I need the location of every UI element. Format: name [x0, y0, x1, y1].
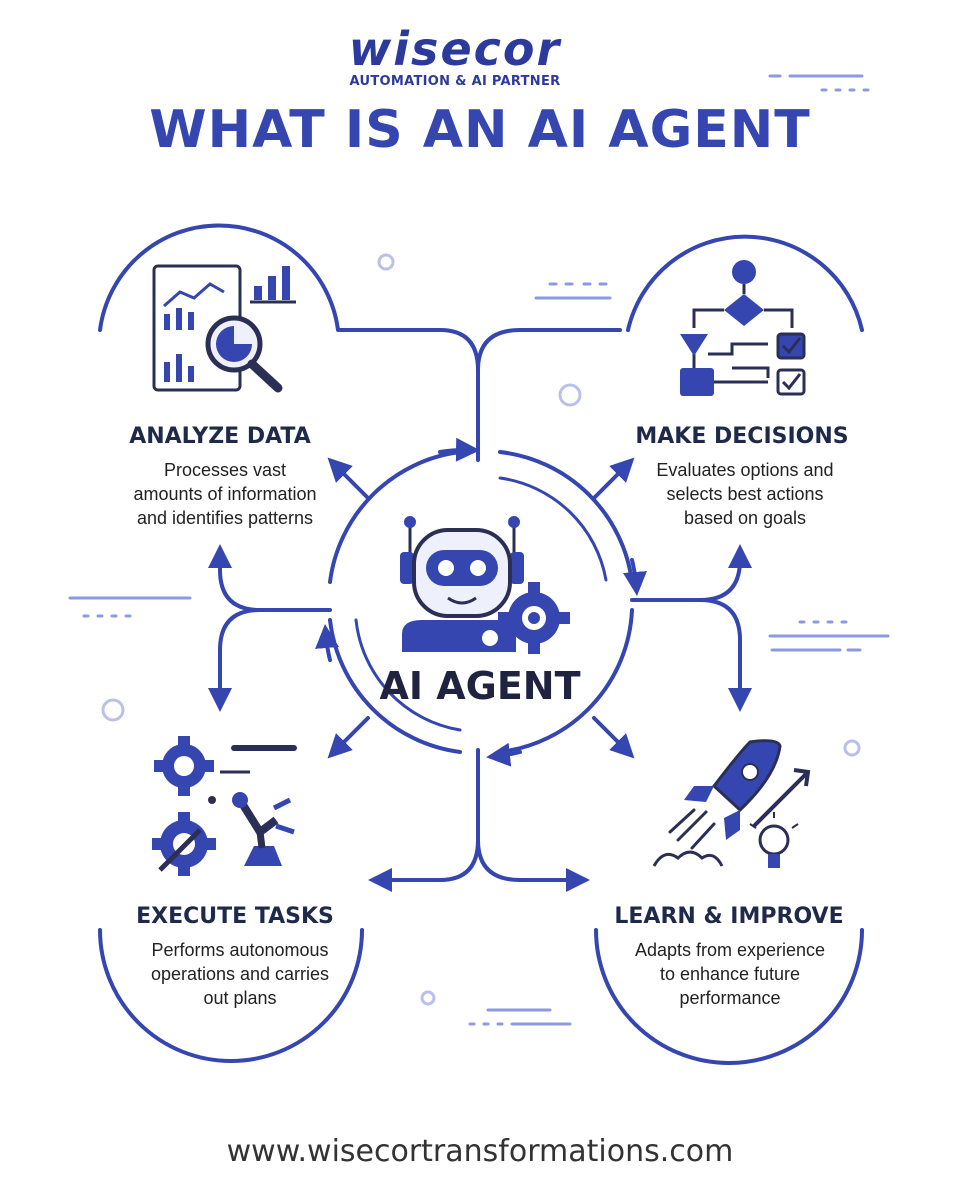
- ring-outer-ne: [498, 450, 634, 584]
- card-title-analyze: ANALYZE DATA: [129, 424, 311, 449]
- connector-left: [208, 544, 332, 612]
- connector-bottom-right: [476, 838, 590, 892]
- card-desc-analyze: Processes vast amounts of information an…: [100, 458, 350, 530]
- desc-line: to enhance future: [659, 964, 801, 984]
- arrow-to-execute: [327, 716, 370, 759]
- desc-line: amounts of information: [133, 484, 317, 504]
- card-desc-learn: Adapts from experience to enhance future…: [600, 938, 860, 1010]
- arrow-ring-top: [438, 437, 480, 462]
- card-arc-analyze: [98, 223, 340, 332]
- arrow-to-analyze: [327, 457, 370, 500]
- desc-line: Performs autonomous: [151, 940, 329, 960]
- connector-right: [630, 544, 752, 602]
- ring-outer-se: [498, 608, 634, 754]
- desc-line: out plans: [203, 988, 277, 1008]
- desc-line: based on goals: [683, 508, 807, 528]
- card-desc-execute: Performs autonomous operations and carri…: [110, 938, 370, 1010]
- desc-line: and identifies patterns: [136, 508, 314, 528]
- card-title-learn: LEARN & IMPROVE: [614, 904, 844, 929]
- desc-line: Evaluates options and: [656, 460, 834, 480]
- arrow-to-decide: [592, 457, 635, 500]
- arrow-ring-left: [315, 624, 339, 662]
- card-arc-learn: [594, 928, 864, 1065]
- desc-line: performance: [679, 988, 781, 1008]
- ring-outer-nw: [328, 450, 462, 584]
- card-arc-execute: [98, 928, 364, 1063]
- center-label: AI AGENT: [379, 664, 581, 708]
- connector-top: [338, 328, 480, 462]
- card-desc-decide: Evaluates options and selects best actio…: [620, 458, 870, 530]
- arrow-to-learn: [592, 716, 635, 759]
- connector-right-down: [698, 598, 752, 712]
- connector-bottom: [368, 748, 480, 892]
- desc-line: Adapts from experience: [634, 940, 826, 960]
- deco-circle: [377, 253, 395, 271]
- card-title-decide: MAKE DECISIONS: [635, 424, 849, 449]
- arrow-ring-bottom: [486, 742, 522, 767]
- robot-icon: [400, 516, 570, 654]
- deco-circle: [558, 383, 582, 407]
- connector-left-down: [208, 608, 262, 712]
- desc-line: Processes vast: [163, 460, 287, 480]
- brand-tagline: AUTOMATION & AI PARTNER: [349, 74, 561, 89]
- card-arc-decide: [626, 234, 864, 332]
- deco-circle: [843, 739, 861, 757]
- connector-top-right: [476, 328, 622, 372]
- desc-line: selects best actions: [666, 484, 824, 504]
- brand-name: wisecor: [348, 22, 562, 76]
- deco-circle: [101, 698, 125, 722]
- analytics-icon: [152, 264, 296, 393]
- ring-inner-sw: [354, 618, 462, 732]
- desc-line: operations and carries: [150, 964, 330, 984]
- card-title-execute: EXECUTE TASKS: [136, 904, 334, 929]
- arrow-ring-right: [623, 558, 647, 596]
- footer-url[interactable]: www.wisecortransformations.com: [226, 1134, 734, 1169]
- ring-inner-ne: [498, 476, 608, 582]
- rocket-icon: [652, 739, 811, 868]
- deco-circle: [420, 990, 436, 1006]
- brand-logo: wisecor AUTOMATION & AI PARTNER: [310, 22, 600, 92]
- page-title: WHAT IS AN AI AGENT: [149, 100, 811, 160]
- flowchart-icon: [680, 260, 806, 396]
- robotic-arm-icon: [152, 736, 297, 876]
